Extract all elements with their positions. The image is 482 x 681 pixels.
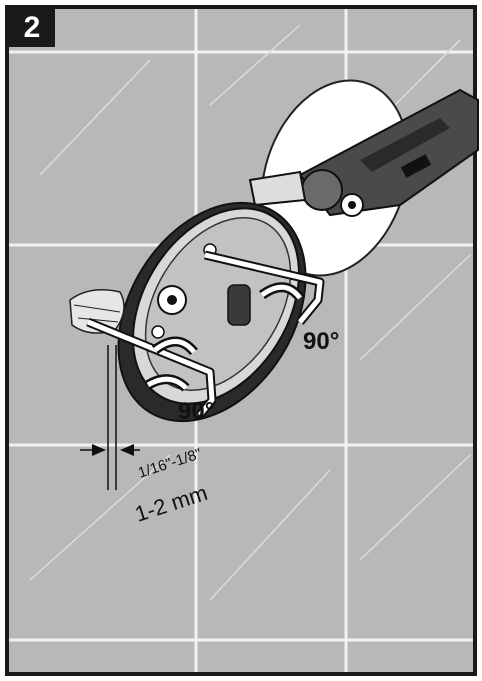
hex-key-upper bbox=[203, 250, 325, 325]
step-number-badge: 2 bbox=[9, 9, 55, 47]
angle-label-upper: 90° bbox=[303, 328, 339, 355]
pipe-cutout bbox=[69, 289, 125, 334]
rotation-arrow-upper bbox=[259, 282, 304, 302]
valve-trim-disc bbox=[117, 201, 307, 423]
gap-dimension bbox=[80, 345, 140, 490]
angle-label-lower: 90° bbox=[178, 398, 214, 425]
oscillating-multi-tool bbox=[248, 88, 479, 217]
rotation-arrow-lower bbox=[145, 336, 198, 392]
hex-key-lower bbox=[86, 317, 217, 418]
tool-head bbox=[301, 169, 343, 211]
tile-grout-lines bbox=[9, 9, 473, 672]
